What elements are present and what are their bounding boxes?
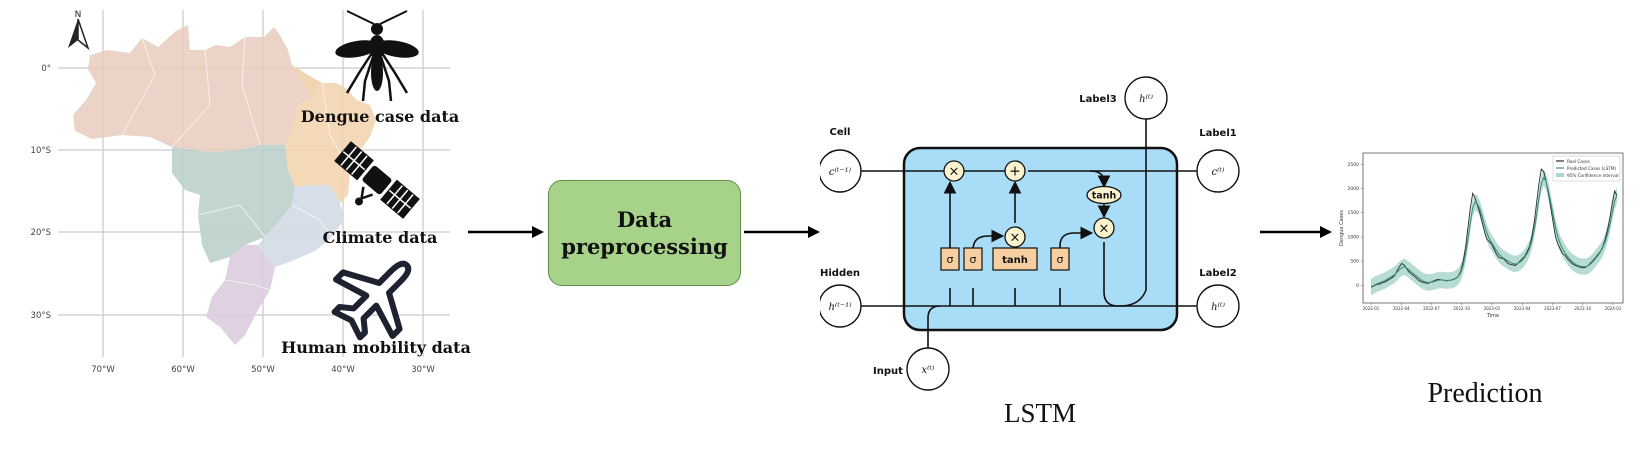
- y-tick-label: 2500: [1348, 162, 1360, 168]
- svg-text:σ: σ: [947, 253, 954, 266]
- svg-text:c⁽ᵗ⁾: c⁽ᵗ⁾: [1212, 167, 1226, 178]
- svg-text:tanh: tanh: [1092, 191, 1117, 202]
- c-prev-node: c⁽ᵗ⁻¹⁾: [820, 149, 862, 193]
- x-tick-label: 2023-10: [1574, 306, 1591, 311]
- north-arrow-icon: [68, 18, 90, 51]
- map-region-centerwest: [172, 145, 295, 263]
- x-tick-label: 2023-04: [1514, 306, 1531, 311]
- x-tick-label: 2022-10: [1453, 306, 1470, 311]
- map-region-northeast: [285, 65, 376, 203]
- cell-tanh-op: tanh: [1086, 185, 1122, 205]
- y-tick-label: 1000: [1348, 234, 1360, 240]
- x-tick-label: 2024-01: [1605, 306, 1622, 311]
- arrow-preprocess-to-lstm: [744, 226, 820, 238]
- svg-text:x⁽ᵗ⁾: x⁽ᵗ⁾: [921, 365, 935, 376]
- svg-text:tanh: tanh: [1002, 255, 1028, 266]
- chart-legend: Real Cases Predicted Cases (LSTM) 95% Co…: [1552, 155, 1621, 182]
- svg-text:h⁽ᵗ⁾: h⁽ᵗ⁾: [1211, 302, 1225, 313]
- lon-label-30w: 30°W: [411, 365, 435, 375]
- y-tick-label: 1500: [1348, 210, 1360, 216]
- input-label: Input: [873, 366, 903, 377]
- h-t-top-node: h⁽ᵗ⁾: [1124, 76, 1168, 120]
- lstm-title: LSTM: [1004, 398, 1076, 428]
- y-tick-label: 0: [1356, 283, 1359, 289]
- output-gate-sigma: σ: [1050, 247, 1070, 271]
- map-region-north: [73, 25, 322, 152]
- cell-label: Cell: [830, 127, 851, 138]
- lat-label-10s: 10°S: [31, 146, 51, 156]
- map-state-borders: [121, 36, 351, 291]
- chart-ylabel: Dengue Cases: [1339, 210, 1345, 246]
- c-t-node: c⁽ᵗ⁾: [1196, 149, 1240, 193]
- prediction-chart: 0 500 1000 1500 2000 2500 2022-01 2022-04 2022-…: [1339, 152, 1624, 319]
- arrow-lstm-to-prediction: [1260, 226, 1332, 238]
- mosquito-icon: [335, 10, 419, 102]
- prediction-title: Prediction: [1427, 378, 1543, 409]
- svg-text:h⁽ᵗ⁻¹⁾: h⁽ᵗ⁻¹⁾: [828, 302, 852, 313]
- y-tick-label: 500: [1350, 259, 1359, 265]
- x-tick-label: 2023-07: [1544, 306, 1561, 311]
- svg-text:c⁽ᵗ⁻¹⁾: c⁽ᵗ⁻¹⁾: [829, 167, 852, 178]
- lon-label-70w: 70°W: [91, 365, 115, 375]
- predicted-cases-line: [1370, 176, 1618, 288]
- y-tick-label: 2000: [1348, 186, 1360, 192]
- legend-real-label: Real Cases: [1567, 159, 1590, 164]
- forget-multiply-op: ×: [943, 160, 965, 182]
- lat-label-20s: 20°S: [31, 228, 51, 238]
- label1: Label1: [1199, 128, 1236, 139]
- x-tick-label: 2022-04: [1393, 306, 1410, 311]
- lon-label-60w: 60°W: [171, 365, 195, 375]
- x-tick-label: 2022-07: [1423, 306, 1440, 311]
- x-tick-label: 2023-01: [1484, 306, 1501, 311]
- forget-gate-sigma: σ: [940, 247, 960, 271]
- mobility-data-label: Human mobility data: [281, 338, 471, 357]
- x-tick-label: 2022-01: [1363, 306, 1380, 311]
- lon-label-40w: 40°W: [331, 365, 355, 375]
- svg-text:×: ×: [1099, 222, 1110, 237]
- hidden-label: Hidden: [820, 268, 860, 279]
- airplane-icon: [331, 260, 412, 341]
- satellite-icon: [334, 141, 420, 219]
- svg-text:+: +: [1009, 164, 1021, 180]
- svg-text:h⁽ᵗ⁾: h⁽ᵗ⁾: [1139, 94, 1153, 105]
- chart-xlabel: Time: [1486, 313, 1499, 319]
- legend-pred-label: Predicted Cases (LSTM): [1567, 166, 1617, 171]
- brazil-map-panel: N 0° 10°S 20°S 30°S 70°W 60°W 50°W 40°W …: [31, 10, 471, 375]
- legend-band-swatch: [1556, 173, 1564, 177]
- candidate-tanh-gate: tanh: [992, 247, 1038, 271]
- north-label: N: [75, 10, 82, 20]
- arrow-map-to-preprocess: [468, 226, 544, 238]
- label3: Label3: [1079, 94, 1116, 105]
- lon-label-50w: 50°W: [251, 365, 275, 375]
- h-t-out-node: h⁽ᵗ⁾: [1196, 284, 1240, 328]
- svg-text:×: ×: [949, 165, 960, 180]
- real-cases-line: [1370, 168, 1618, 288]
- preprocessing-box: Data preprocessing: [548, 180, 741, 286]
- lat-label-0: 0°: [41, 64, 51, 74]
- svg-text:σ: σ: [970, 253, 977, 266]
- output-multiply-op: ×: [1093, 217, 1115, 239]
- svg-text:σ: σ: [1057, 253, 1064, 266]
- x-t-node: x⁽ᵗ⁾: [906, 347, 950, 391]
- lstm-diagram: × + × × tanh σ σ tanh σ c⁽ᵗ⁻¹⁾ Cell h⁽ᵗ: [820, 76, 1240, 428]
- map-region-south: [206, 245, 275, 345]
- label2: Label2: [1199, 268, 1236, 279]
- lat-label-30s: 30°S: [31, 311, 51, 321]
- svg-text:×: ×: [1010, 231, 1021, 246]
- h-prev-node: h⁽ᵗ⁻¹⁾: [820, 284, 862, 328]
- preprocessing-line1: Data: [616, 207, 673, 232]
- cell-add-op: +: [1004, 160, 1026, 182]
- input-multiply-op: ×: [1004, 226, 1026, 248]
- climate-data-label: Climate data: [323, 228, 438, 247]
- legend-band-label: 95% Confidence Interval: [1567, 173, 1619, 178]
- map-region-southeast: [258, 185, 344, 267]
- dengue-data-label: Dengue case data: [301, 107, 459, 126]
- preprocessing-line2: preprocessing: [561, 234, 728, 259]
- input-gate-sigma: σ: [963, 247, 983, 271]
